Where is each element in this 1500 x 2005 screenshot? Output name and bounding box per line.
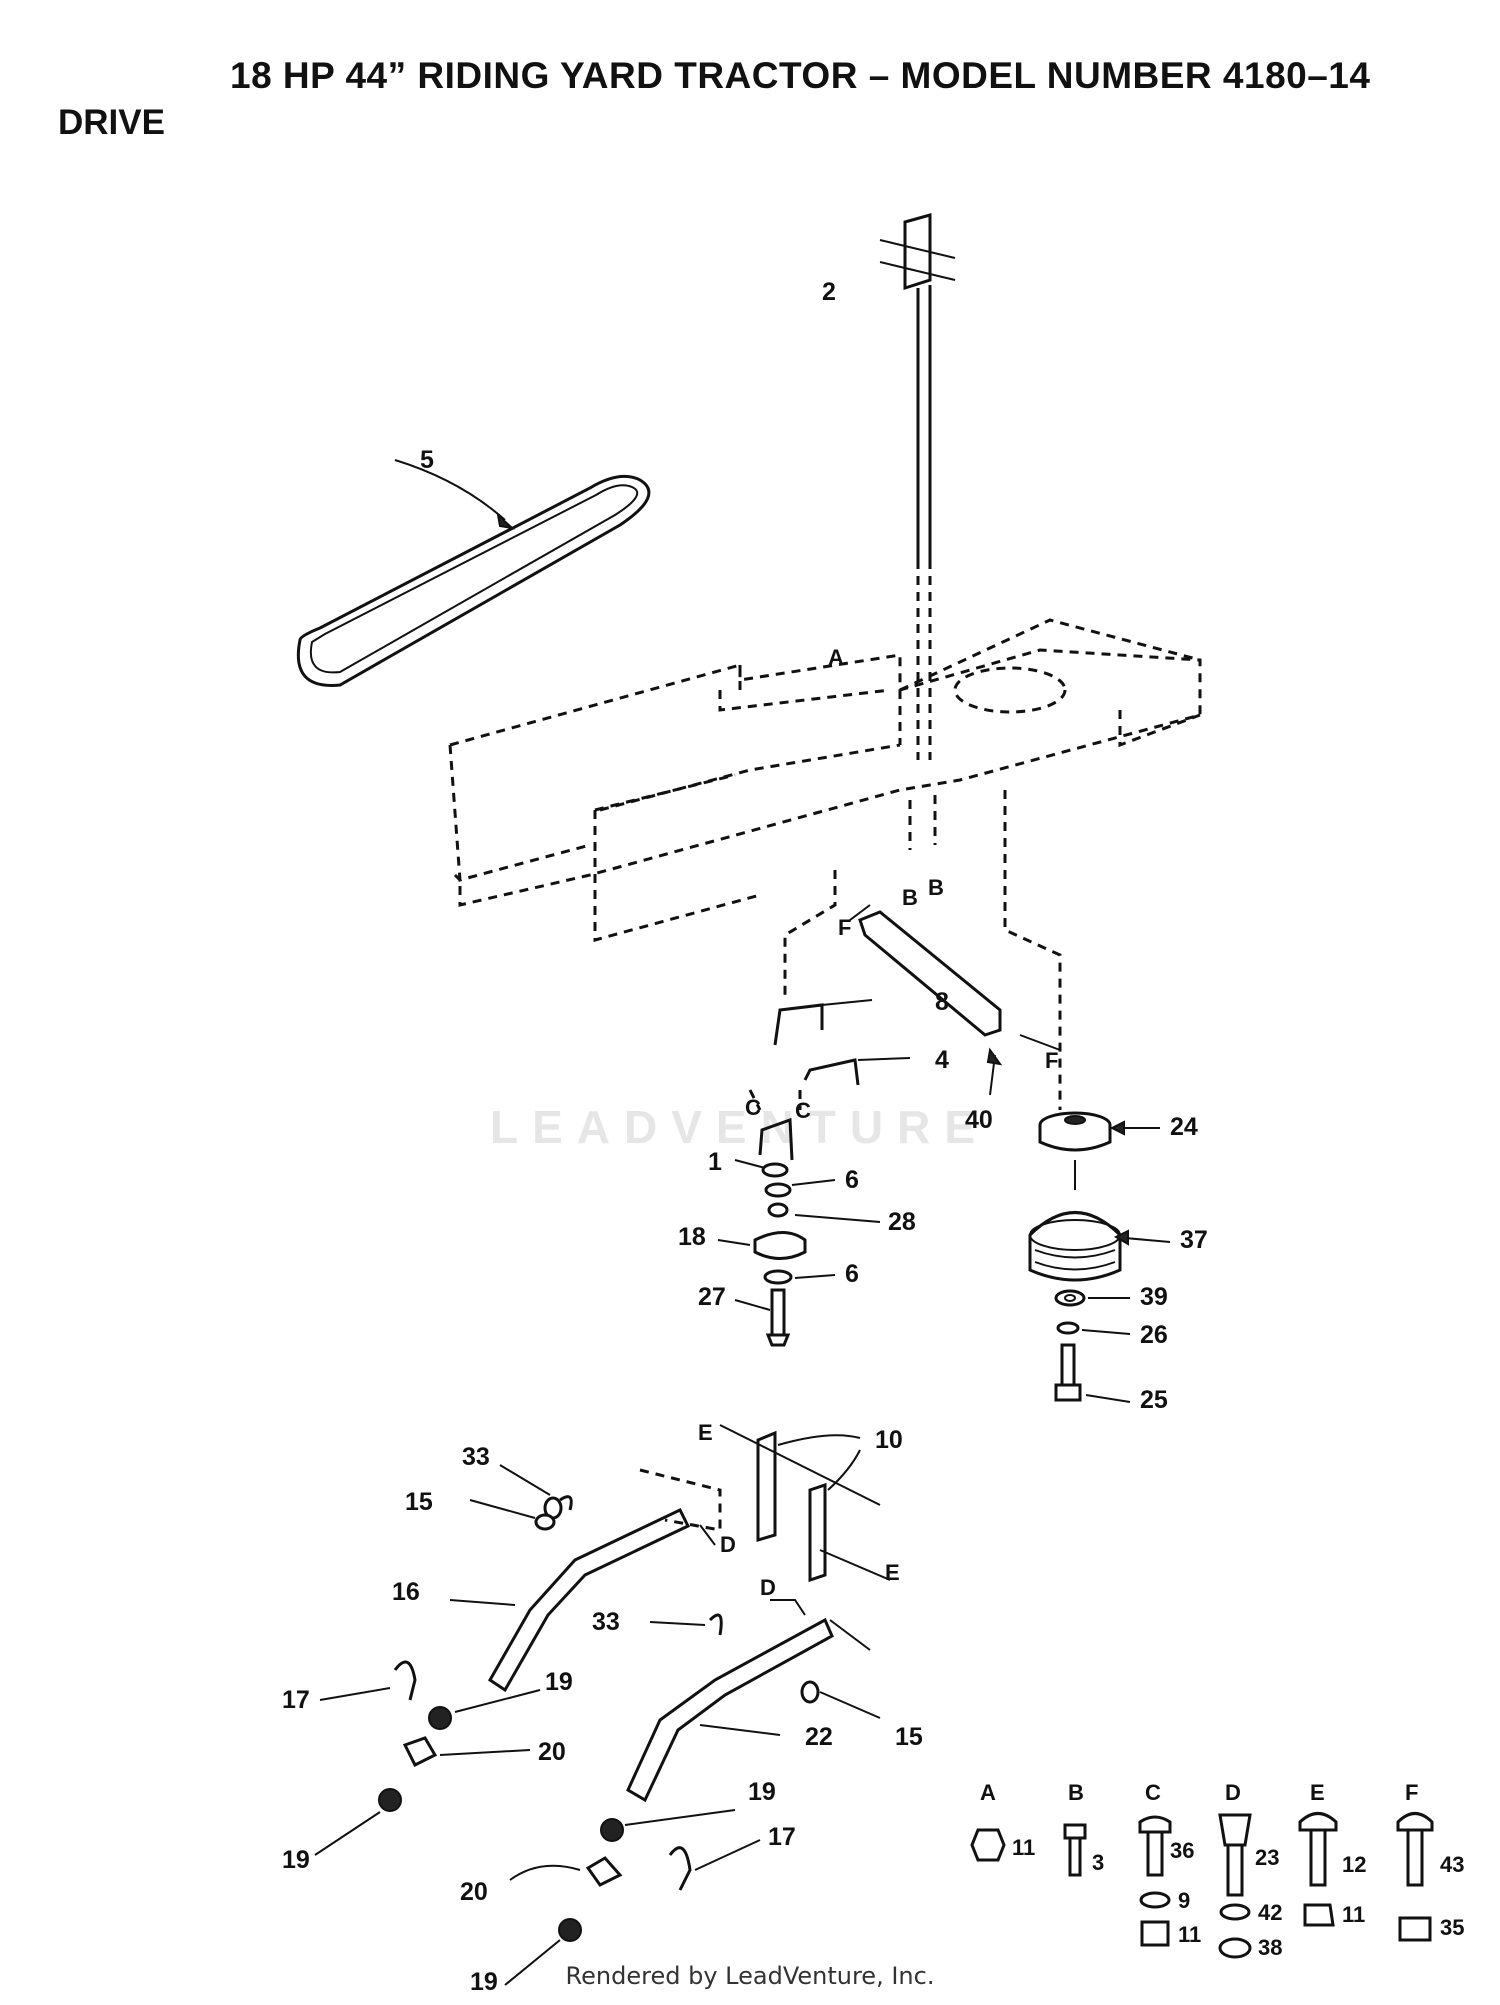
ref-D1: D [720, 1532, 736, 1557]
legend-C-part-1: 36 [1170, 1838, 1194, 1863]
callout-25: 25 [1140, 1386, 1168, 1414]
callout-22: 22 [805, 1723, 833, 1751]
callout-40: 40 [965, 1106, 993, 1134]
callout-37: 37 [1180, 1226, 1208, 1254]
ref-C2: C [795, 1098, 811, 1123]
callout-24: 24 [1170, 1113, 1198, 1141]
callout-16: 16 [392, 1578, 420, 1606]
legend-letter-B: B [1068, 1780, 1084, 1805]
part-40-bracket [849, 904, 1061, 1096]
clutch-hardware [1054, 1289, 1131, 1403]
callout-2: 2 [822, 278, 836, 306]
ref-A: A [828, 645, 844, 670]
callout-18: 18 [678, 1223, 706, 1251]
callout-19c: 19 [282, 1846, 310, 1874]
callout-5: 5 [420, 446, 434, 474]
callout-26: 26 [1140, 1321, 1168, 1349]
legend-letter-E: E [1310, 1780, 1325, 1805]
callout-20b: 20 [460, 1878, 488, 1906]
ref-E1: E [698, 1420, 713, 1445]
legend-D-part-3: 38 [1258, 1935, 1282, 1960]
callout-6a: 6 [845, 1166, 859, 1194]
ref-C1: C [745, 1095, 761, 1120]
part-22-lever [626, 1599, 871, 1803]
legend-D-part-1: 23 [1255, 1845, 1279, 1870]
page-title: 18 HP 44” RIDING YARD TRACTOR – MODEL NU… [230, 55, 1371, 96]
part-2-bracket [879, 213, 956, 760]
callout-4: 4 [935, 1046, 949, 1074]
callout-6b: 6 [845, 1260, 859, 1288]
callout-19b: 19 [748, 1778, 776, 1806]
ref-D2: D [760, 1575, 776, 1600]
legend-E-part-1: 12 [1342, 1852, 1366, 1877]
callout-8: 8 [935, 988, 949, 1016]
section-title: DRIVE [58, 103, 165, 142]
legend-A-part: 11 [1012, 1835, 1035, 1860]
part-24-pulley [1038, 1111, 1160, 1190]
ref-E2: E [885, 1560, 900, 1585]
callout-17b: 17 [768, 1823, 796, 1851]
callout-19d: 19 [470, 1968, 498, 1996]
part-37-clutch [1028, 1211, 1171, 1282]
ref-F1: F [838, 915, 851, 940]
legend-letter-F: F [1405, 1780, 1418, 1805]
hardware-legend-shapes [970, 1812, 1434, 1959]
legend-D-part-2: 42 [1258, 1900, 1282, 1925]
legend-C-part-2: 9 [1178, 1888, 1190, 1913]
callout-15a: 15 [405, 1488, 433, 1516]
callout-39: 39 [1140, 1283, 1168, 1311]
linkage-lines [783, 790, 1062, 1110]
callout-20a: 20 [538, 1738, 566, 1766]
idler-stack [717, 1159, 881, 1347]
callout-27: 27 [698, 1283, 726, 1311]
callout-33b: 33 [592, 1608, 620, 1636]
legend-E-part-2: 11 [1342, 1902, 1365, 1927]
callout-15b: 15 [895, 1723, 923, 1751]
legend-letter-A: A [980, 1780, 996, 1805]
legend-F-part-2: 35 [1440, 1915, 1464, 1940]
part-10-brackets [719, 1424, 891, 1583]
part-5-belt [296, 459, 651, 687]
callout-28: 28 [888, 1208, 916, 1236]
callout-19a: 19 [545, 1668, 573, 1696]
part-16-lever [449, 1468, 722, 1693]
small-hardware [314, 1464, 881, 1986]
legend-B-part: 3 [1092, 1850, 1104, 1875]
ref-B1: B [902, 885, 918, 910]
callout-10: 10 [875, 1426, 903, 1454]
legend-C-part-3: 11 [1178, 1922, 1201, 1947]
legend-letter-D: D [1225, 1780, 1241, 1805]
callout-33a: 33 [462, 1443, 490, 1471]
legend-F-part-1: 43 [1440, 1852, 1464, 1877]
callout-1: 1 [708, 1148, 722, 1176]
tractor-frame [448, 618, 1202, 942]
ref-F2: F [1045, 1048, 1058, 1073]
footer-credit: Rendered by LeadVenture, Inc. [565, 1962, 935, 1990]
watermark: LEADVENTURE [490, 1101, 990, 1153]
callout-17a: 17 [282, 1686, 310, 1714]
rod-parts [748, 999, 911, 1161]
ref-B2: B [928, 875, 944, 900]
legend-letter-C: C [1145, 1780, 1161, 1805]
